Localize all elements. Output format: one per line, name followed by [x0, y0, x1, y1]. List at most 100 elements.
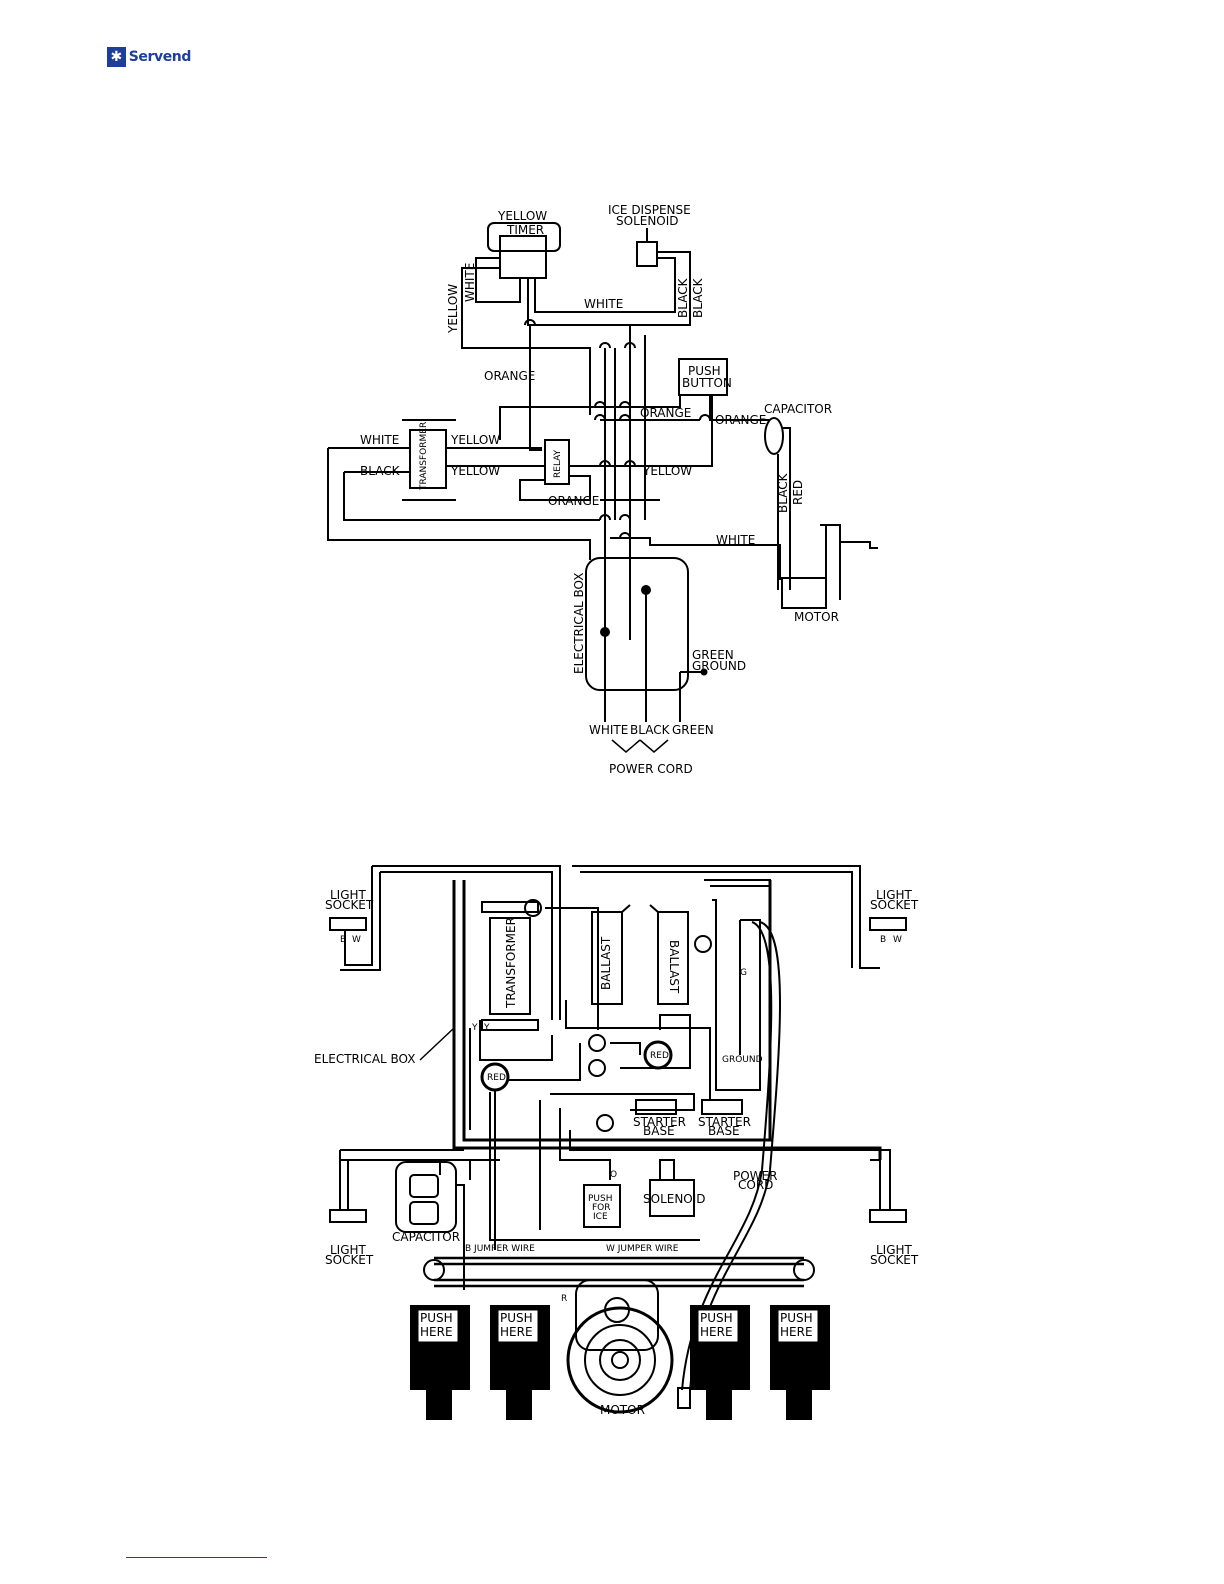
label-capacitor: CAPACITOR	[392, 1230, 460, 1244]
wiring-diagram-upper	[327, 222, 878, 753]
label-light-socket-br-2: SOCKET	[870, 1253, 919, 1267]
electrical-box-outline	[585, 557, 689, 691]
label-solenoid: SOLENOID	[616, 214, 679, 228]
label-motor: MOTOR	[600, 1403, 645, 1417]
push-for-ice-switch	[583, 1184, 621, 1228]
wiring-diagram-upper-labels: YELLOW TIMER ICE DISPENSE SOLENOID WHITE…	[360, 203, 839, 776]
label-starter-2b: BASE	[708, 1124, 740, 1138]
label-light-socket-tl-1: LIGHT	[330, 888, 367, 902]
label-white-vertical: WHITE	[463, 263, 477, 302]
label-relay: RELAY	[553, 449, 563, 478]
label-ground: GROUND	[692, 659, 746, 673]
label-starter-1b: BASE	[643, 1124, 675, 1138]
label-green: GREEN	[692, 648, 734, 662]
light-socket-top-left	[329, 917, 367, 931]
wire-tag-y-1: Y	[471, 1023, 478, 1033]
push-here-4a: PUSH	[780, 1311, 813, 1325]
label-red-2: RED	[487, 1073, 506, 1083]
push-here-4b: HERE	[780, 1325, 813, 1339]
push-here-switch-4	[770, 1305, 830, 1420]
label-push: PUSH	[688, 364, 721, 378]
label-white-top: WHITE	[584, 297, 623, 311]
starter-base-right	[701, 1099, 743, 1115]
solenoid-body	[636, 241, 658, 267]
label-timer: TIMER	[506, 223, 544, 237]
motor-housing	[575, 1279, 659, 1351]
label-transformer: TRANSFORMER	[419, 422, 429, 491]
label-cord-white: WHITE	[589, 723, 628, 737]
label-motor: MOTOR	[794, 610, 839, 624]
push-here-switches	[410, 1305, 830, 1420]
label-white-motor: WHITE	[716, 533, 755, 547]
label-light-socket-tl-2: SOCKET	[325, 898, 374, 912]
label-push-3: ICE	[593, 1212, 608, 1222]
label-light-socket-tr-1: LIGHT	[876, 888, 913, 902]
label-capacitor: CAPACITOR	[764, 402, 832, 416]
push-here-1b: HERE	[420, 1325, 453, 1339]
label-orange-1: ORANGE	[484, 369, 535, 383]
label-yellow-vertical: YELLOW	[446, 284, 460, 334]
light-socket-top-right	[869, 917, 907, 931]
label-light-socket-bl-2: SOCKET	[325, 1253, 374, 1267]
ballast-right	[657, 911, 689, 1005]
label-button: BUTTON	[682, 376, 732, 390]
label-red-1: RED	[650, 1051, 669, 1061]
light-socket-bottom-left	[329, 1209, 367, 1223]
label-black-left: BLACK	[360, 464, 401, 478]
label-power-cord: POWER CORD	[609, 762, 693, 776]
transformer-body	[489, 917, 531, 1015]
snowflake-icon: ✱	[107, 47, 126, 67]
wire-tag-g-1: G	[740, 968, 747, 978]
light-socket-bottom-right	[869, 1209, 907, 1223]
capacitor-body	[764, 417, 784, 455]
transformer-body	[409, 429, 447, 489]
label-orange-2: ORANGE	[640, 406, 691, 420]
label-yellow-right: YELLOW	[642, 464, 692, 478]
capacitor-body	[395, 1161, 457, 1233]
label-ballast-1: BALLAST	[599, 936, 613, 990]
push-here-switch-2	[490, 1305, 550, 1420]
push-here-3a: PUSH	[700, 1311, 733, 1325]
brand-name: Servend	[128, 49, 192, 65]
wire-tag-b-1: B	[340, 935, 346, 945]
footer-rule	[126, 1557, 267, 1558]
push-here-switch-3	[690, 1305, 750, 1420]
push-here-1a: PUSH	[420, 1311, 453, 1325]
push-here-2b: HERE	[500, 1325, 533, 1339]
motor-body	[781, 577, 827, 609]
wire-tag-y-2: Y	[483, 1023, 490, 1033]
timer-yellow-loop	[487, 222, 561, 252]
label-transformer: TRANSFORMER	[504, 917, 518, 1009]
relay-body	[544, 439, 570, 485]
label-ballast-2: BALLAST	[667, 940, 681, 994]
label-white-left: WHITE	[360, 433, 399, 447]
label-yellow-top: YELLOW	[497, 209, 547, 223]
wire-tag-w-1: W	[352, 935, 361, 945]
label-red-capacitor: RED	[791, 480, 805, 505]
wiring-diagram-lower	[329, 865, 907, 1414]
wire-tag-o-1: O	[610, 1170, 617, 1180]
label-yellow-t1: YELLOW	[450, 433, 500, 447]
label-light-socket-bl-1: LIGHT	[330, 1243, 367, 1257]
label-light-socket-br-1: LIGHT	[876, 1243, 913, 1257]
push-button-box	[678, 358, 728, 396]
label-electrical-box: ELECTRICAL BOX	[572, 573, 586, 674]
label-black-2: BLACK	[691, 277, 705, 318]
label-black-1: BLACK	[676, 277, 690, 318]
wire-tag-b-2: B	[880, 935, 886, 945]
wire-tag-r-1: R	[561, 1294, 567, 1304]
label-jumper-w: W JUMPER WIRE	[606, 1244, 679, 1254]
servend-logo: ✱ Servend	[107, 47, 191, 67]
label-jumper-b: B JUMPER WIRE	[465, 1244, 535, 1254]
label-power-2: CORD	[738, 1178, 773, 1192]
label-push-1: PUSH	[588, 1194, 613, 1204]
label-cord-black: BLACK	[630, 723, 671, 737]
label-push-2: FOR	[592, 1203, 611, 1213]
label-light-socket-tr-2: SOCKET	[870, 898, 919, 912]
push-here-switch-1	[410, 1305, 470, 1420]
label-solenoid: SOLENOID	[643, 1192, 706, 1206]
ballast-left	[591, 911, 623, 1005]
wiring-diagram-lower-labels: LIGHT SOCKET LIGHT SOCKET TRANSFORMER BA…	[314, 888, 919, 1417]
label-yellow-t2: YELLOW	[450, 464, 500, 478]
